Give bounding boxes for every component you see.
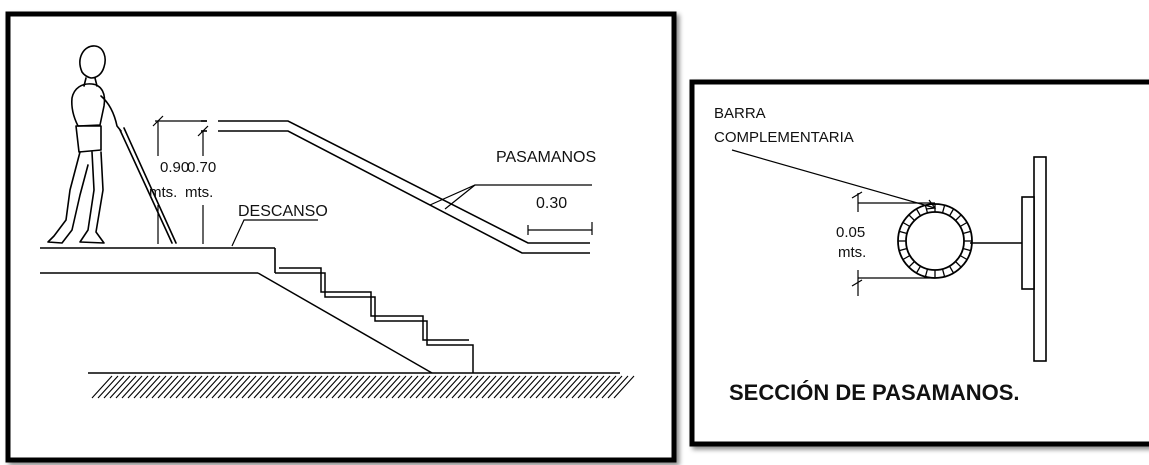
barra-label-line2: COMPLEMENTARIA — [714, 129, 854, 146]
dimension-lines — [152, 115, 593, 244]
dim-070-unit: mts. — [185, 184, 213, 201]
dim-005-unit: mts. — [838, 244, 866, 261]
pasamanos-label: PASAMANOS — [496, 149, 596, 166]
dim-090-unit: mts. — [149, 184, 177, 201]
section-title: SECCIÓN DE PASAMANOS. — [729, 380, 1020, 405]
handrail-section-panel: BARRA COMPLEMENTARIA 0.05 mts. SECCIÓN D… — [689, 79, 1149, 447]
leader-lines — [231, 184, 592, 247]
dim-030-label: 0.30 — [536, 195, 567, 212]
person-with-cane-figure — [47, 45, 177, 244]
section-dimension-lines — [731, 149, 937, 296]
dim-070-value: 0.70 — [187, 159, 216, 176]
descanso-label: DESCANSO — [238, 203, 328, 220]
left-frame — [5, 11, 677, 463]
bracket-plate — [1021, 196, 1035, 290]
stair-elevation-panel: 0.90 mts. 0.70 mts. DESCANSO PASAMANOS 0… — [5, 11, 677, 463]
barra-label-line1: BARRA — [714, 105, 766, 122]
wall-plate — [1033, 156, 1047, 362]
dim-090-value: 0.90 — [160, 159, 189, 176]
ground-hatch — [88, 372, 635, 399]
right-frame — [689, 79, 1149, 447]
stair-steps — [257, 267, 474, 374]
landing-slab — [40, 247, 276, 274]
dim-005-value: 0.05 — [836, 224, 865, 241]
